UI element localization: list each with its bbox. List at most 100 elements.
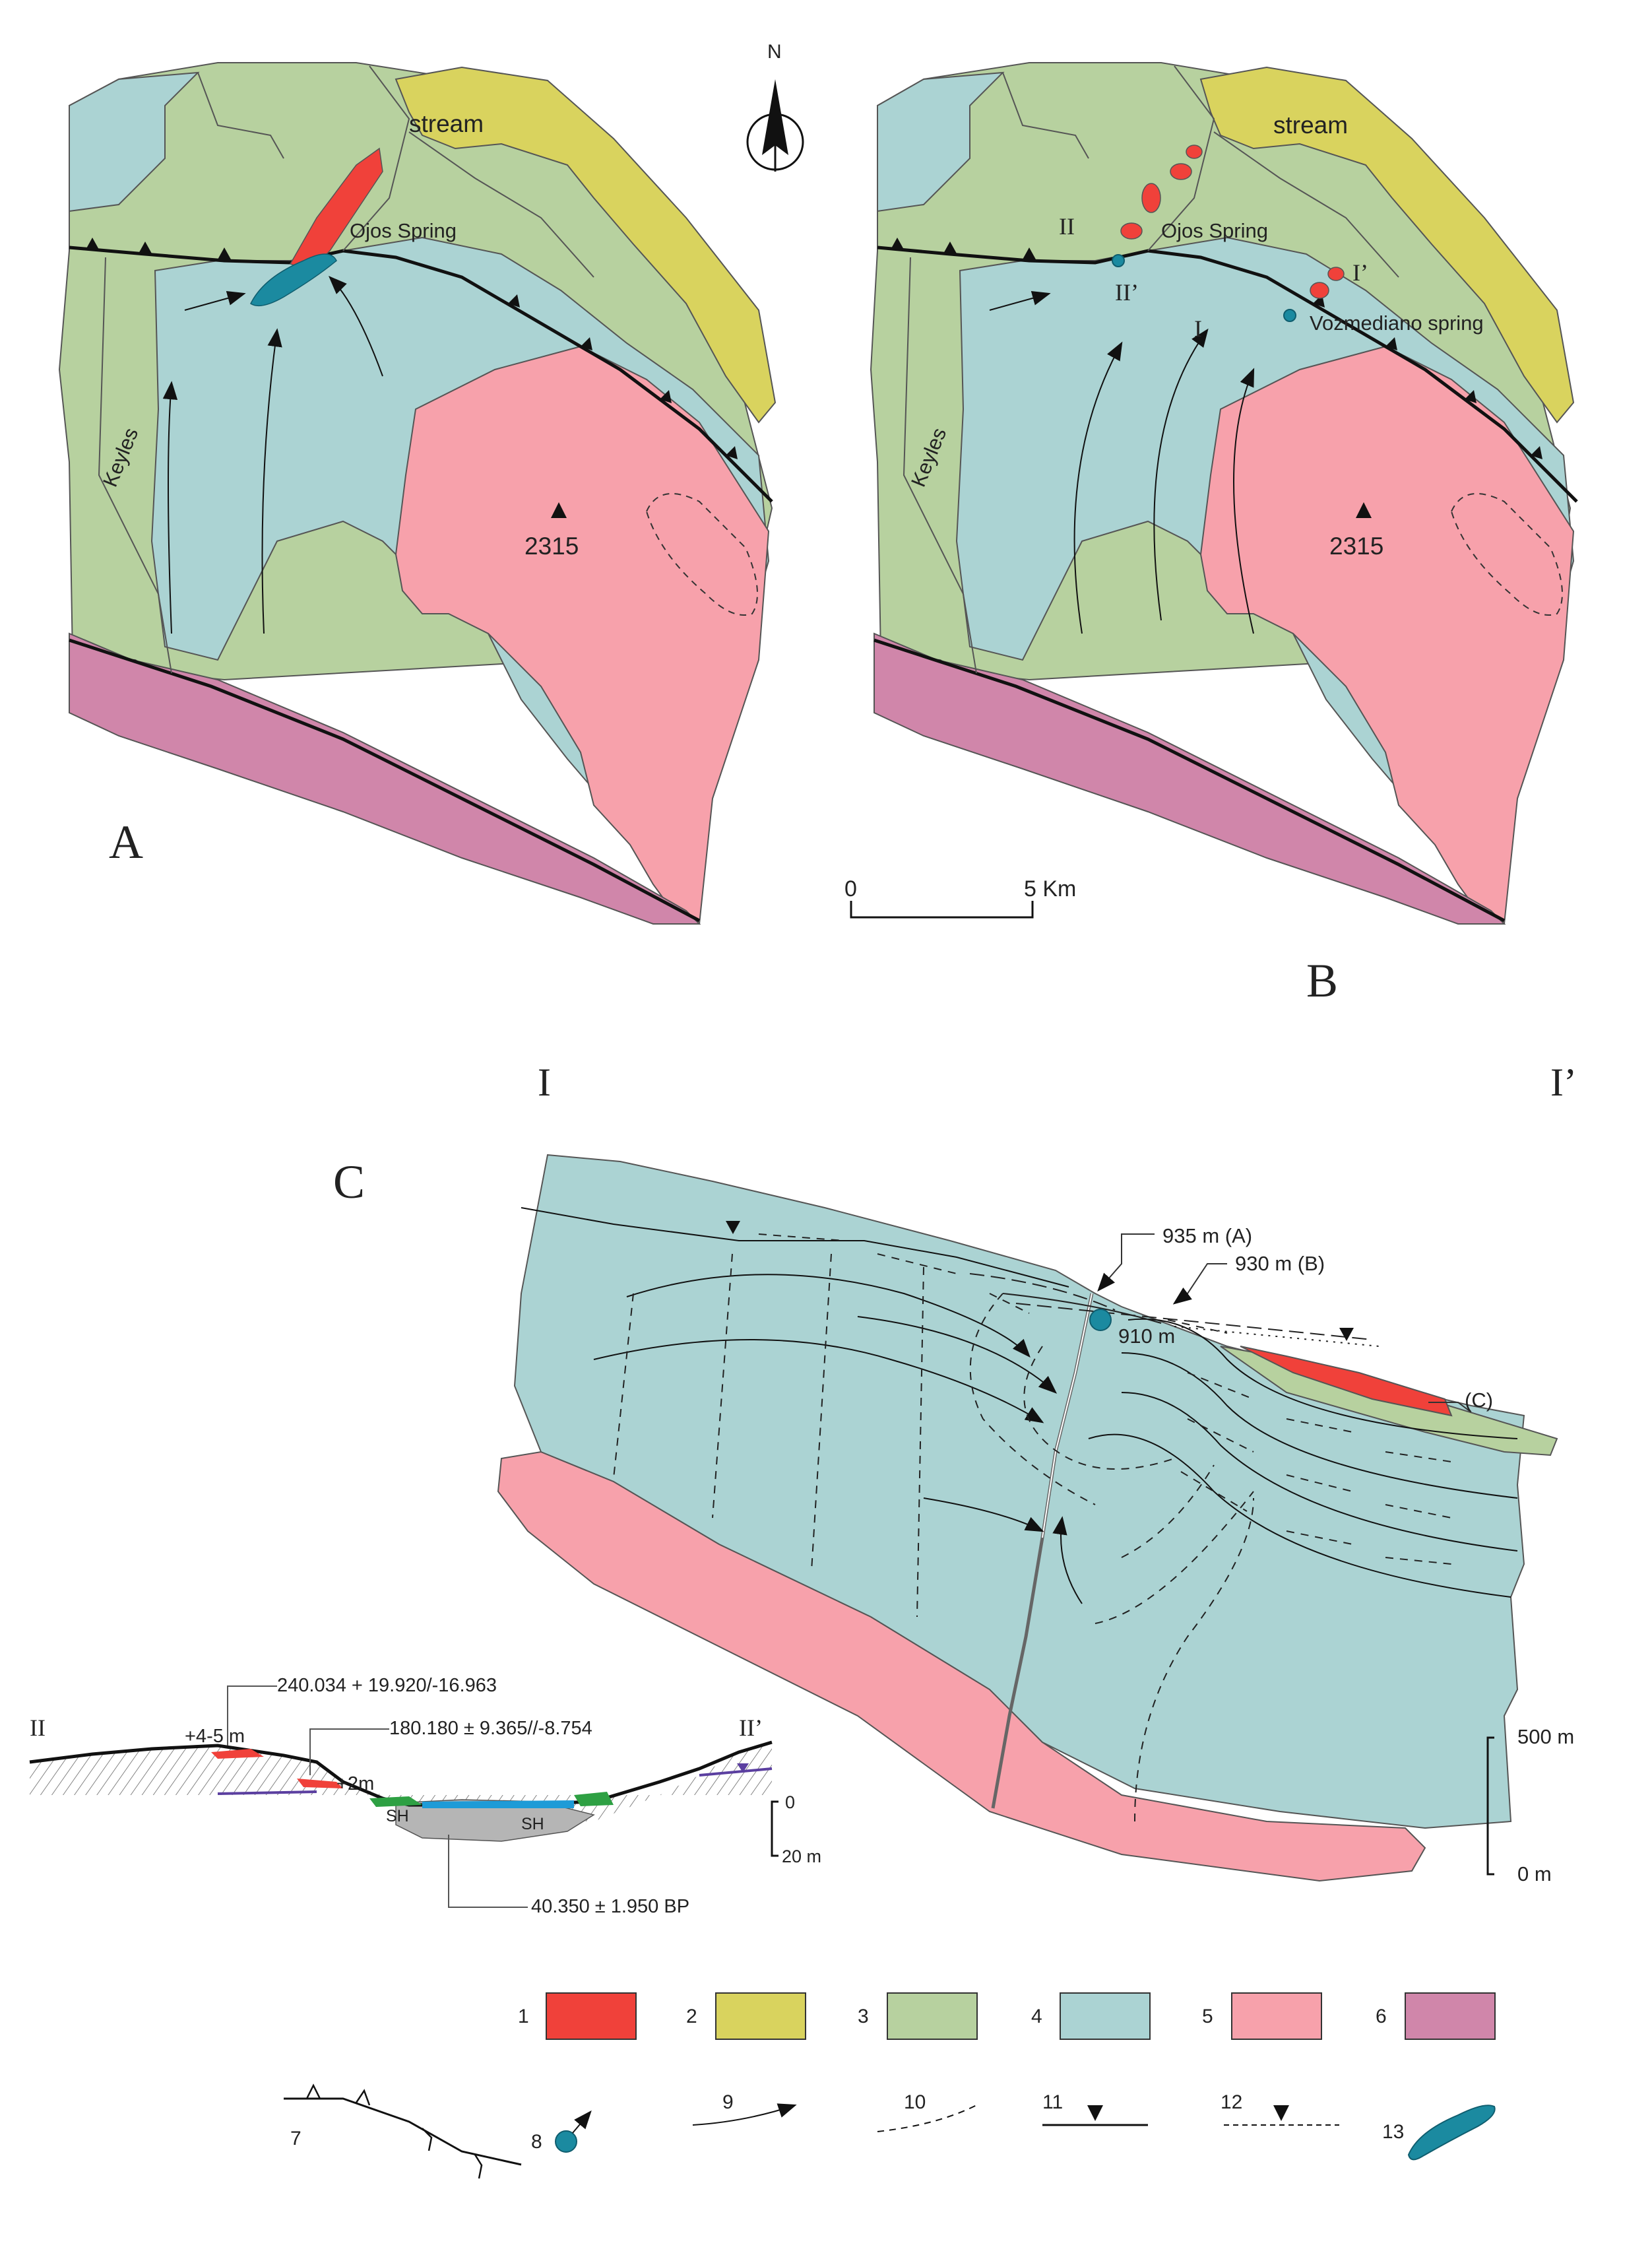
legend-symbol-flow (692, 2103, 797, 2126)
section-ii-terrace-red-1 (211, 1749, 264, 1759)
section-ii-water-table (217, 1767, 773, 1795)
legend-symbol-lake (1407, 2105, 1496, 2161)
section-i-flowlines (593, 1274, 1518, 1604)
legend-num-3: 3 (858, 2006, 869, 2027)
label-section-ii-prime-map: II’ (1115, 279, 1139, 306)
legend-num-8: 8 (531, 2131, 542, 2153)
legend-symbol-thrust (284, 2083, 522, 2179)
panel-label-c: C (333, 1156, 365, 1208)
peak-marker-a (551, 502, 567, 518)
section-i-label-b: 930 m (B) (1235, 1252, 1325, 1275)
label-peak-a: 2315 (524, 533, 579, 560)
legend-num-4: 4 (1031, 2006, 1042, 2027)
section-ii-scale-bottom: 20 m (782, 1847, 821, 1866)
section-i-travertine (1240, 1346, 1453, 1417)
section-ii-left-label: II (30, 1715, 46, 1741)
section-ii-terrace-green (369, 1796, 422, 1807)
legend-num-1: 1 (518, 2006, 529, 2027)
legend-units (546, 1992, 1496, 2040)
panel-label-a: A (109, 816, 143, 868)
section-i-leaders (1097, 1233, 1472, 1413)
spring-point-vozmediano-b (1283, 309, 1296, 322)
section-i-right-label: I’ (1550, 1061, 1577, 1104)
section-ii-terrace-red-2 (297, 1779, 343, 1788)
section-ii-sh-2: SH (521, 1815, 544, 1833)
legend-num-10: 10 (904, 2091, 926, 2113)
section-ii-terrace-1: +4-5 m (185, 1726, 245, 1747)
section-ii-scale (771, 1800, 778, 1857)
thrust-fault-b (877, 245, 1578, 503)
scale-bar-end: 5 Km (1024, 876, 1076, 901)
peak-contour-b (1450, 493, 1563, 616)
section-i-spring (1089, 1309, 1112, 1331)
legend-swatch-6 (1405, 1992, 1496, 2040)
legend-swatch-1 (546, 1992, 637, 2040)
legend-swatch-4 (1060, 1992, 1151, 2040)
scale-bar-start: 0 (844, 876, 857, 901)
label-stream-a: stream (409, 110, 484, 137)
peak-marker-b (1356, 502, 1372, 518)
section-i-scale-top: 500 m (1517, 1725, 1574, 1748)
section-i-scale-bottom: 0 m (1517, 1862, 1552, 1885)
section-ii-date-3: 40.350 ± 1.950 BP (531, 1896, 689, 1917)
legend (284, 1992, 1496, 2179)
travertine-red-b (1120, 145, 1345, 299)
cross-section-ii (29, 1685, 778, 1908)
legend-num-13: 13 (1382, 2121, 1404, 2143)
section-i-left-label: I (538, 1061, 551, 1104)
section-i-heads (969, 1273, 1380, 1347)
cross-section-i (497, 1154, 1558, 1882)
legend-num-2: 2 (686, 2006, 697, 2027)
unit-pink-area-b (1199, 345, 1575, 925)
section-i-dashed-lines (613, 1233, 1452, 1822)
flow-arrows-a (162, 276, 383, 634)
panel-label-b: B (1306, 954, 1338, 1007)
unit-yellow-area (395, 66, 777, 424)
section-i-label-a: 935 m (A) (1162, 1224, 1252, 1247)
label-section-ii-map: II (1059, 213, 1075, 240)
section-ii-terrace-2: +2m (336, 1773, 374, 1794)
contacts-a (98, 65, 594, 674)
spring-point-ojos-b (1112, 254, 1125, 267)
section-i-scale (1486, 1736, 1494, 1876)
section-ii-right-label: II’ (739, 1715, 763, 1741)
label-ojos-spring-a: Ojos Spring (350, 219, 457, 242)
fault-lower-b (874, 638, 1506, 923)
section-ii-leaders (227, 1685, 528, 1908)
section-ii-terrace-green-2 (574, 1792, 614, 1806)
section-ii-sediment (395, 1799, 595, 1842)
spring-lake-a (250, 253, 337, 307)
label-stream-b: stream (1273, 112, 1348, 139)
flow-arrows-b (989, 290, 1255, 634)
scale-bar (850, 901, 1034, 919)
legend-num-12: 12 (1221, 2091, 1242, 2113)
north-label: N (767, 41, 782, 63)
section-ii-date-2: 180.180 ± 9.365//-8.754 (389, 1718, 592, 1739)
legend-num-7: 7 (290, 2128, 302, 2149)
legend-symbol-dashed-water-table (1224, 2105, 1339, 2126)
section-i-label-c: (C) (1465, 1389, 1493, 1412)
thrust-teeth-b (891, 238, 1542, 459)
legend-num-6: 6 (1376, 2006, 1387, 2027)
unit-blue-small (69, 71, 200, 213)
thrust-fault-a (69, 245, 773, 503)
section-i-water-table (521, 1207, 1069, 1288)
fault-lower-a (69, 638, 701, 923)
section-ii-date-1: 240.034 + 19.920/-16.963 (277, 1675, 497, 1696)
section-ii-sh-1: SH (386, 1807, 409, 1825)
label-section-i-prime-map: I’ (1352, 259, 1368, 286)
legend-swatch-2 (715, 1992, 806, 2040)
contacts-b (903, 65, 1399, 674)
legend-symbol-spring (555, 2110, 592, 2153)
legend-swatch-5 (1231, 1992, 1322, 2040)
legend-swatch-3 (887, 1992, 978, 2040)
peak-contour-a (645, 493, 758, 616)
unit-yellow-area-b (1199, 66, 1575, 424)
unit-pink-area (395, 345, 770, 925)
unit-purple-area-b (874, 632, 1506, 925)
legend-symbol-water-table (1042, 2105, 1148, 2126)
legend-num-5: 5 (1202, 2006, 1213, 2027)
unit-blue-small-b (877, 71, 1005, 213)
label-peak-b: 2315 (1329, 533, 1383, 560)
